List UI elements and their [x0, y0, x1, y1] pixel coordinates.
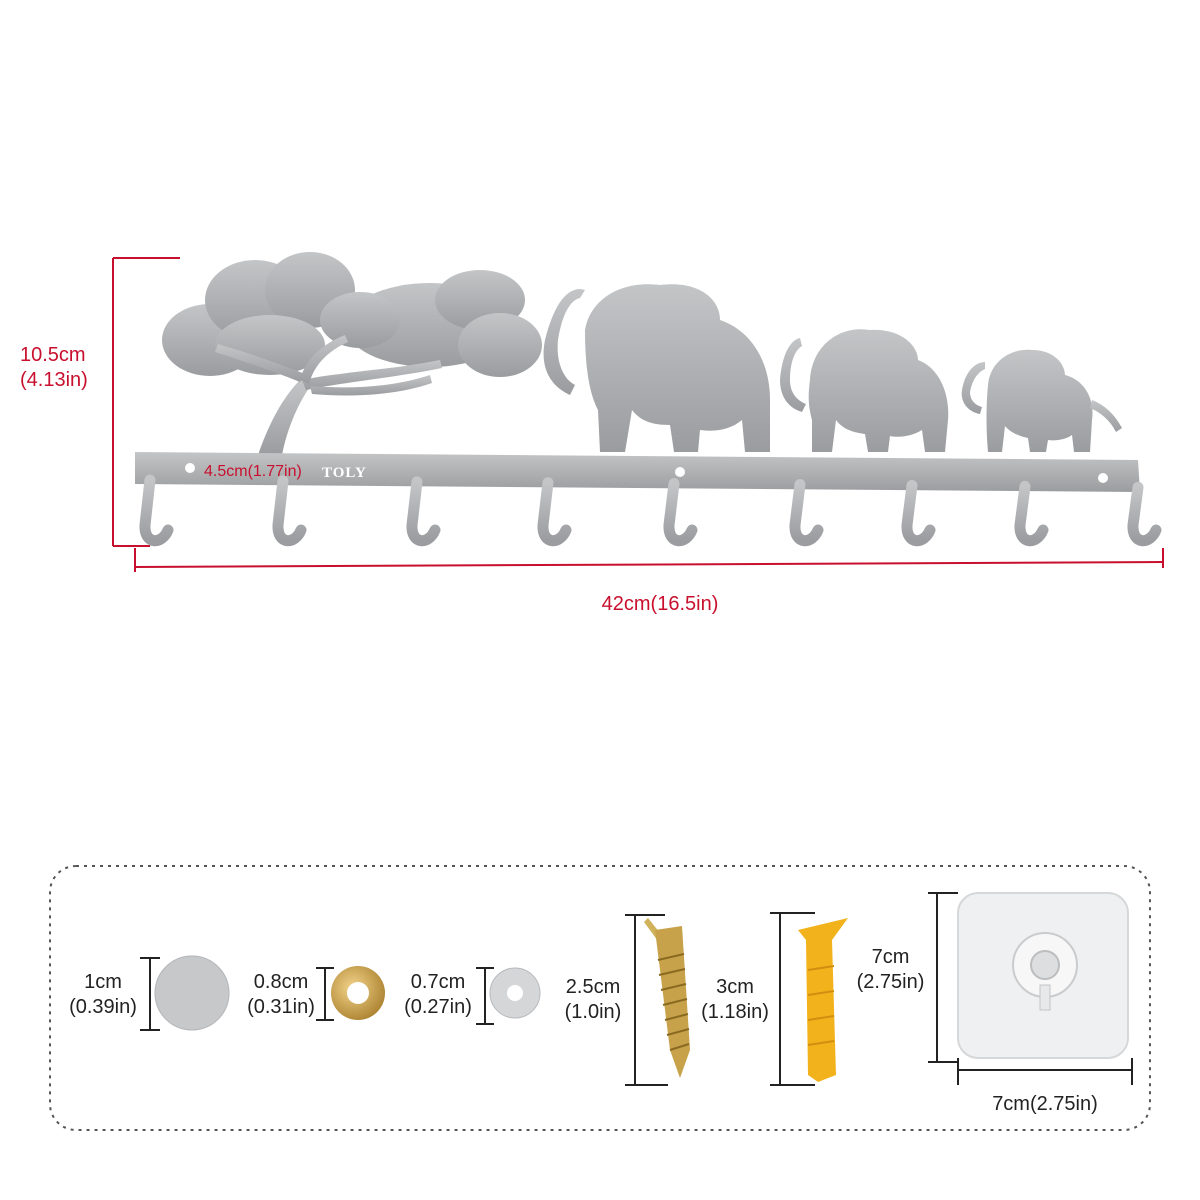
wall-anchor-icon	[798, 918, 848, 1082]
hook-spacing-label: 4.5cm(1.77in)	[204, 463, 302, 480]
screw-label: 2.5cm (1.0in)	[548, 975, 638, 1025]
adhesive-hook-cm: 7cm	[871, 946, 910, 968]
hook	[789, 479, 824, 547]
height-label: 10.5cm (4.13in)	[20, 343, 88, 393]
brass-eyelet-label: 0.8cm (0.31in)	[236, 970, 326, 1020]
adhesive-hook-icon	[957, 892, 1129, 1059]
adhesive-hook-width-label: 7cm(2.75in)	[992, 1093, 1098, 1115]
washer-cm: 0.7cm	[410, 971, 466, 993]
felt-pad-in: (0.39in)	[69, 996, 137, 1018]
wall-anchor-in: (1.18in)	[701, 1001, 769, 1023]
hook	[537, 477, 572, 547]
washer-in: (0.27in)	[404, 996, 472, 1018]
wall-anchor-dimension-line	[770, 912, 815, 1086]
screw-in: (1.0in)	[564, 1001, 622, 1023]
hook	[406, 476, 441, 547]
tree-silhouette	[162, 252, 542, 455]
elephant-medium-silhouette	[780, 329, 949, 452]
brass-eyelet-dimension-line	[316, 967, 334, 1021]
screw-cm: 2.5cm	[565, 976, 621, 998]
screw-icon	[644, 918, 690, 1078]
brass-eyelet-cm: 0.8cm	[253, 971, 309, 993]
elephant-large-silhouette	[543, 284, 770, 452]
brand-logo: TOLY	[322, 465, 367, 481]
felt-pad-cm: 1cm	[84, 971, 122, 993]
adhesive-hook-height-label: 7cm (2.75in)	[843, 945, 938, 995]
washer-dimension-line	[476, 967, 494, 1025]
height-cm: 10.5cm	[20, 344, 86, 366]
accessories-panel	[49, 865, 1151, 1131]
mounting-hole	[675, 467, 685, 477]
wall-anchor-label: 3cm (1.18in)	[690, 975, 780, 1025]
felt-pad-dimension-line	[140, 957, 160, 1031]
hook	[1014, 480, 1049, 547]
hook	[901, 479, 936, 547]
height-in: (4.13in)	[20, 369, 88, 391]
adhesive-hook-height-line	[928, 892, 958, 1063]
eyelet-hole	[347, 982, 369, 1004]
width-label: 42cm(16.5in)	[601, 593, 719, 615]
hook	[139, 474, 174, 547]
elephant-small-silhouette	[961, 349, 1122, 452]
mounting-hole	[185, 463, 195, 473]
hook	[663, 478, 698, 547]
wall-anchor-cm: 3cm	[716, 976, 754, 998]
hooks-group	[139, 474, 1162, 547]
adhesive-hook-width-line	[957, 1058, 1133, 1085]
screw-dimension-line	[625, 914, 668, 1086]
brass-eyelet-in: (0.31in)	[247, 996, 315, 1018]
mounting-hole	[1098, 473, 1108, 483]
felt-pad-label: 1cm (0.39in)	[58, 970, 148, 1020]
hook	[272, 475, 307, 547]
washer-label: 0.7cm (0.27in)	[393, 970, 483, 1020]
washer-hole	[507, 985, 523, 1001]
adhesive-hook-in: (2.75in)	[856, 971, 925, 993]
height-dimension-line	[112, 257, 180, 547]
width-dimension-line	[134, 548, 1164, 572]
hook	[1127, 481, 1162, 547]
felt-pad-icon	[154, 955, 230, 1031]
rack-bar	[135, 452, 1140, 492]
